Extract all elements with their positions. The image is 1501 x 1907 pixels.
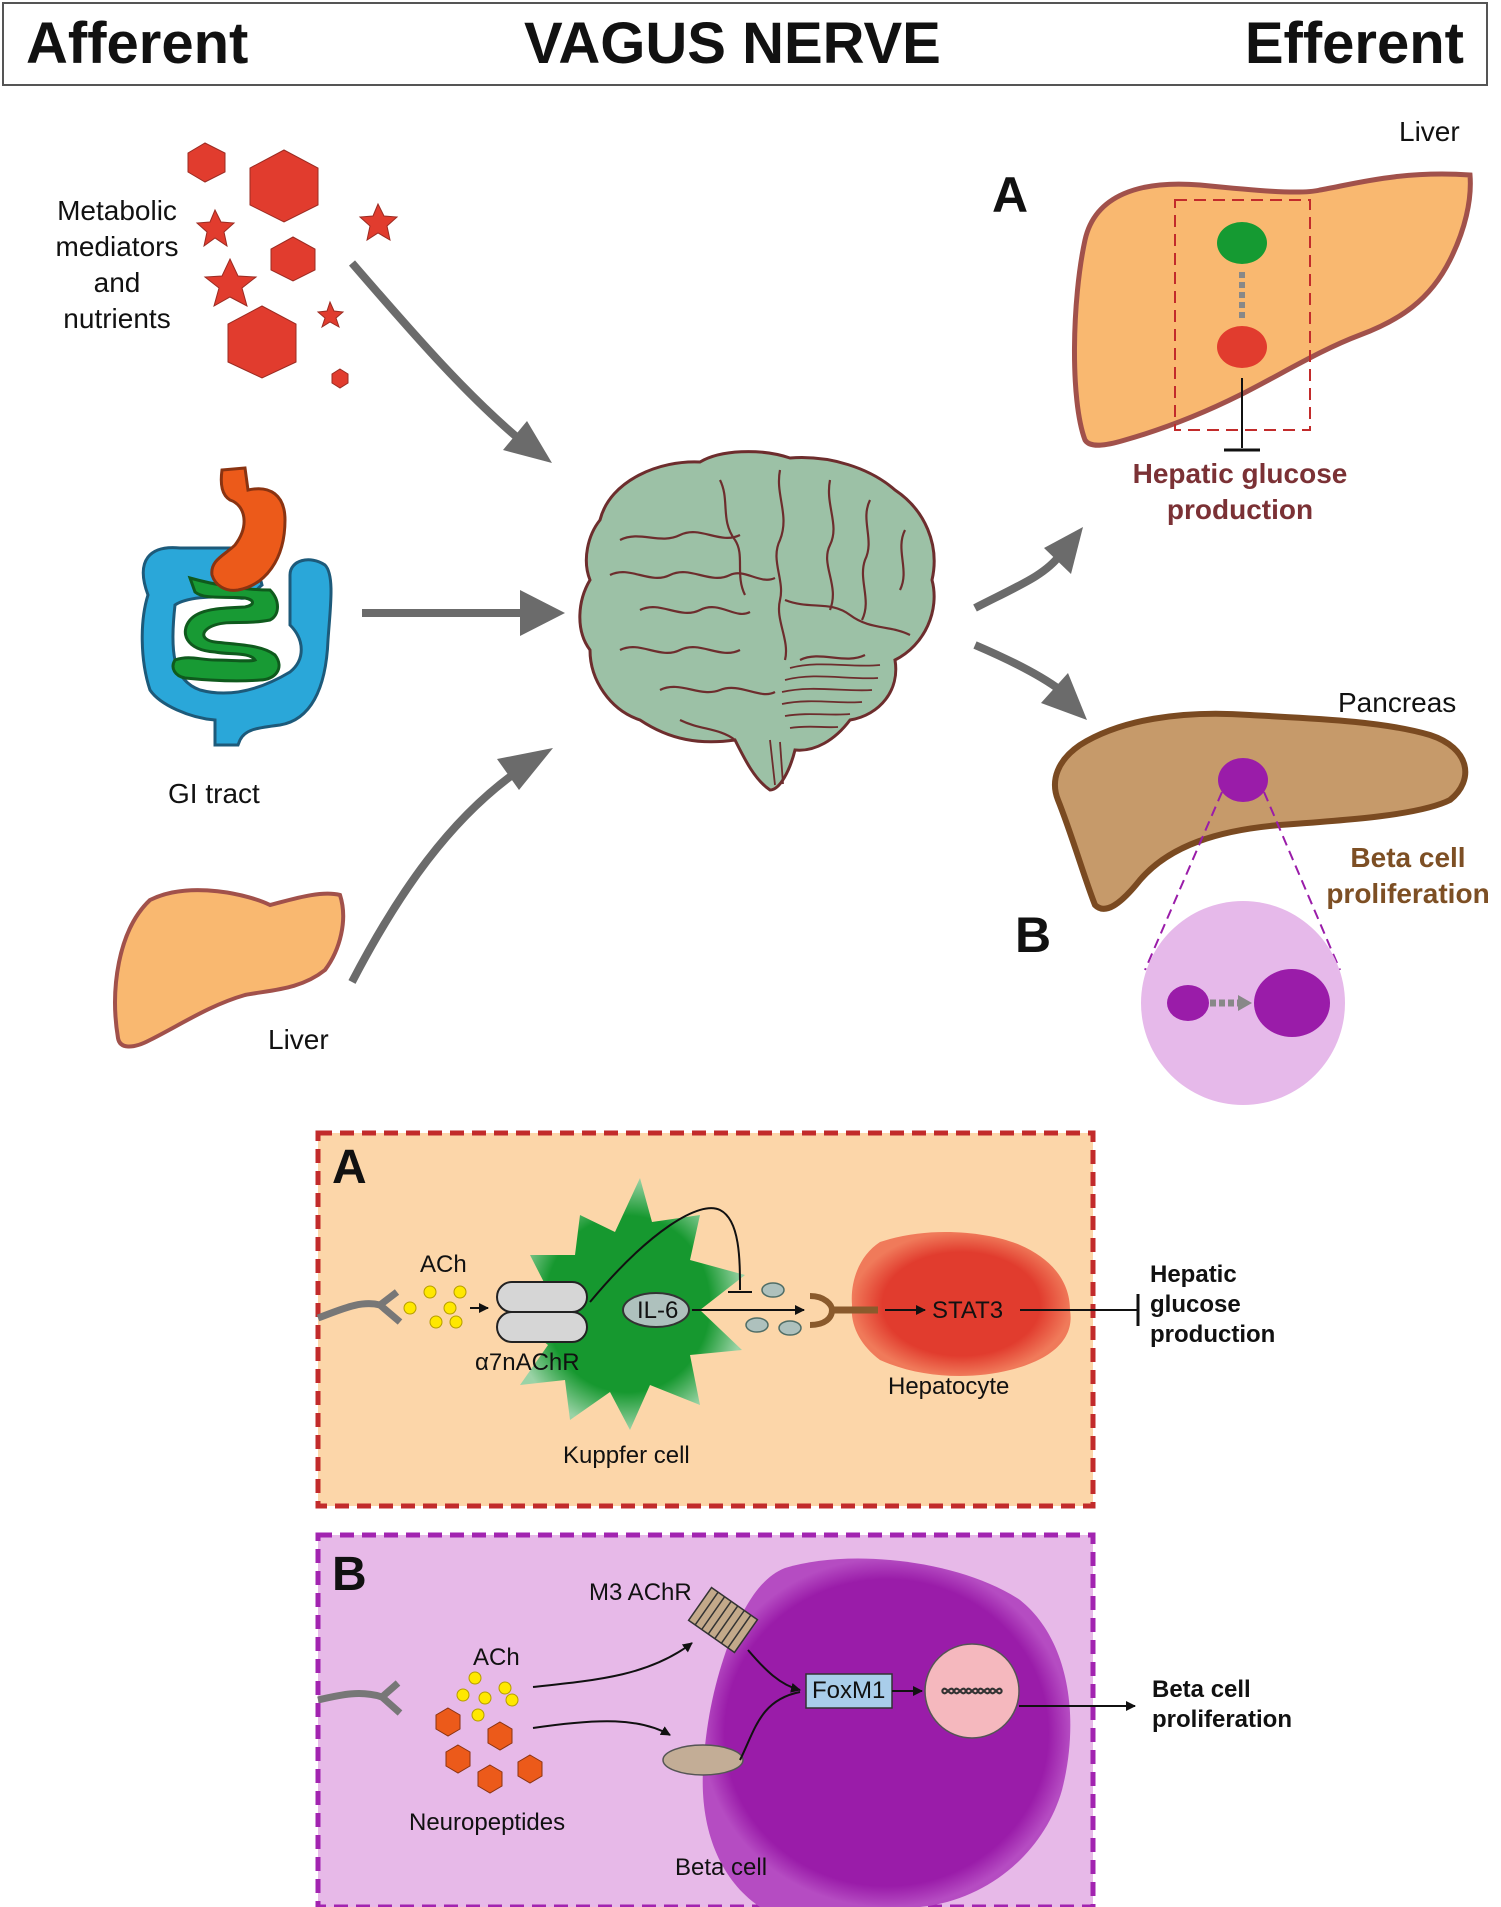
kupffer-cell-label: Kuppfer cell	[563, 1442, 690, 1469]
zoom-line-right	[1263, 791, 1341, 971]
hexagon-icon	[187, 142, 226, 183]
hepatocyte-label: Hepatocyte	[888, 1373, 1010, 1400]
ach-molecules-b	[456, 1671, 519, 1722]
right-liver-label: Liver	[1399, 116, 1460, 147]
islet-icon	[1218, 758, 1268, 802]
m3-receptor-icon	[687, 1586, 759, 1654]
neuron-red-icon	[1217, 326, 1267, 368]
arrow-m3-to-foxm1	[747, 1649, 801, 1693]
left-liver-label: Liver	[268, 1024, 329, 1055]
beta-cell-proliferation-label: Beta cell proliferation	[1326, 842, 1490, 909]
m3-achr-label: M3 AChR	[589, 1579, 692, 1606]
ach-label-b: ACh	[473, 1644, 520, 1671]
arrow-brain-to-liver	[973, 552, 1064, 612]
nerve-ending-a	[316, 1300, 381, 1322]
arrowhead-icon	[1044, 527, 1083, 574]
ach-label-a: ACh	[420, 1251, 467, 1278]
hexagon-icon	[270, 236, 316, 282]
synapse-terminal-icon	[374, 1289, 403, 1325]
foxm1-box	[805, 1673, 893, 1709]
il6-ellipse-icon	[622, 1292, 690, 1328]
star-icon	[203, 257, 258, 308]
arrowhead-icon	[1238, 995, 1252, 1011]
afferent-heading: Afferent	[26, 11, 249, 76]
box-b-letter: B	[332, 1548, 367, 1601]
hexagon-icon	[331, 368, 349, 389]
arrow-brain-to-pancreas	[973, 641, 1063, 694]
hexagon-icon	[249, 149, 319, 223]
liver-icon	[1071, 171, 1473, 448]
header-bar: Afferent VAGUS NERVE Efferent	[2, 2, 1488, 86]
arrowhead-icon	[1041, 673, 1087, 720]
box-a-outcome-label: Hepatic glucose production	[1150, 1261, 1276, 1348]
star-icon	[195, 208, 236, 248]
metabolic-mediators-label: Metabolic mediators and nutrients	[55, 195, 179, 334]
box-b-outcome-label: Beta cell proliferation	[1152, 1676, 1293, 1733]
neuropeptide-molecules	[435, 1707, 543, 1794]
brain-icon	[578, 450, 936, 792]
il6-label: IL-6	[637, 1297, 679, 1324]
efferent-heading: Efferent	[1244, 11, 1464, 76]
a7nachr-receptor-icon	[496, 1281, 588, 1313]
vagus-nerve-title: VAGUS NERVE	[524, 11, 941, 76]
zoom-line-left	[1144, 791, 1223, 971]
a7nachr-label: α7nAChR	[475, 1349, 580, 1376]
pancreas-icon	[1052, 710, 1469, 912]
beta-cell-small-icon	[1167, 985, 1209, 1021]
synapse-terminal-icon	[376, 1680, 403, 1716]
arrow-liver-to-brain	[348, 769, 518, 984]
arrow-receptor-to-foxm1	[739, 1691, 801, 1761]
liver-icon	[113, 888, 346, 1049]
beta-cell-label: Beta cell	[675, 1854, 768, 1881]
star-icon	[316, 300, 345, 329]
panel-a-letter: A	[992, 167, 1029, 223]
neuropeptide-receptor-icon	[662, 1744, 744, 1776]
arrowhead-icon	[503, 421, 552, 463]
arrow-neuropeptide-to-receptor	[532, 1720, 671, 1736]
beta-cell-large-icon	[1254, 969, 1330, 1037]
il6-inhibition-curve	[589, 1207, 741, 1303]
gi-tract-label: GI tract	[168, 778, 260, 809]
box-a-letter: A	[332, 1141, 367, 1194]
nerve-ending-b	[317, 1690, 384, 1704]
hexagon-icon	[227, 305, 297, 379]
gi-tract-icon	[140, 466, 333, 747]
il6-molecules	[745, 1282, 802, 1336]
neuron-green-icon	[1217, 222, 1267, 264]
neuropeptides-label: Neuropeptides	[409, 1809, 566, 1836]
metabolic-mediators-icon	[187, 142, 399, 389]
pancreas-label: Pancreas	[1338, 687, 1457, 718]
ach-molecules-a	[403, 1285, 467, 1329]
liver-zoom-box	[1174, 199, 1311, 431]
arrowhead-icon	[520, 590, 565, 636]
star-icon	[358, 202, 399, 242]
hepatic-glucose-label: Hepatic glucose production	[1132, 458, 1348, 525]
hepatocyte-icon	[851, 1231, 1071, 1376]
arrowhead-icon	[497, 748, 553, 790]
stat3-label: STAT3	[932, 1297, 1004, 1324]
foxm1-label: FoxM1	[812, 1677, 886, 1704]
panel-b-letter: B	[1015, 907, 1052, 963]
arrow-ach-to-m3	[532, 1642, 693, 1688]
arrow-metabolic-to-brain	[348, 260, 533, 452]
